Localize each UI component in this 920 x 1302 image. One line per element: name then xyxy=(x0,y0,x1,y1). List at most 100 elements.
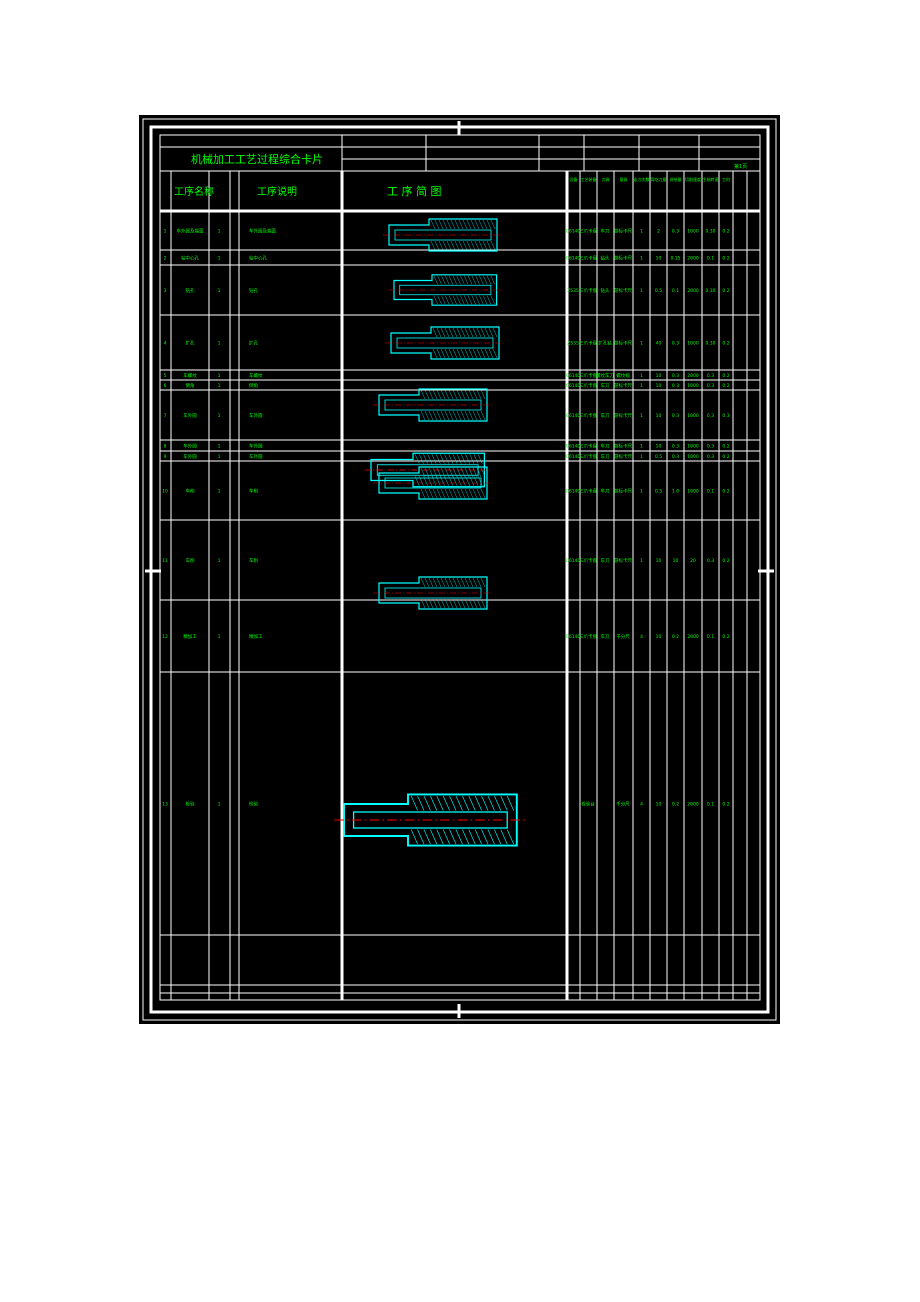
hatch-line xyxy=(464,348,470,359)
hatch-line xyxy=(448,410,454,421)
row-step-desc: 检验 xyxy=(249,801,258,808)
hatch-line xyxy=(432,598,438,609)
row-value: 0.2 xyxy=(722,373,729,379)
hatch-line xyxy=(474,795,482,811)
hatch-line xyxy=(410,795,418,811)
hatch-line xyxy=(435,454,441,464)
right-header-label: 切削速度 xyxy=(685,176,701,182)
hatch-line xyxy=(458,219,464,230)
row-step-name: 车外圆及端面 xyxy=(177,228,204,235)
row-equipment: C6140 xyxy=(566,454,581,460)
hatch-line xyxy=(410,829,418,845)
row-tool: 螺纹车刀 xyxy=(596,372,614,379)
hatch-line xyxy=(448,348,454,359)
hatch-line xyxy=(460,389,466,400)
row-value: 1 xyxy=(640,444,643,450)
hatch-line xyxy=(452,488,458,499)
row-tool: 车刀 xyxy=(601,633,610,640)
hatch-line xyxy=(506,829,514,845)
hatch-line xyxy=(462,219,468,230)
hatch-line xyxy=(442,219,448,230)
row-gauge: 游标卡尺 xyxy=(614,287,632,294)
row-value: 1000 xyxy=(687,341,699,347)
hatch-line xyxy=(448,454,454,464)
row-step-name: 车外圆 xyxy=(183,412,197,419)
hatch-line xyxy=(464,275,469,285)
hatch-line xyxy=(480,488,486,499)
hatch-line xyxy=(490,240,496,251)
row-value: 0.2 xyxy=(722,444,729,450)
row-equipment: Z535 xyxy=(567,288,579,294)
row-equipment: C6140 xyxy=(566,413,581,419)
hatch-line xyxy=(464,577,470,588)
hatch-line xyxy=(438,240,444,251)
part-outline xyxy=(393,274,498,306)
row-value: 0.3 xyxy=(707,413,714,419)
row-number: 6 xyxy=(164,383,167,389)
hatch-line xyxy=(452,348,458,359)
row-value: 0.5 xyxy=(655,288,662,294)
hatch-line xyxy=(440,577,446,588)
hatch-line xyxy=(444,327,450,338)
hatch-line xyxy=(490,275,495,285)
hatch-line xyxy=(487,795,495,811)
hatch-line xyxy=(464,467,470,478)
hatch-line xyxy=(448,467,454,478)
row-value: 2000 xyxy=(687,256,699,262)
row-value: 40 xyxy=(656,341,662,347)
hatch-line xyxy=(456,327,462,338)
row-step-name: 精加工 xyxy=(183,633,197,640)
row-value: 1 xyxy=(640,288,643,294)
row-value: 20 xyxy=(690,558,696,564)
row-equipment: C6140 xyxy=(566,489,581,495)
hatch-line xyxy=(454,219,460,230)
row-value: 1 xyxy=(640,373,643,379)
hatch-line xyxy=(460,275,465,285)
part-outline xyxy=(378,466,488,500)
row-value: 0.1 xyxy=(707,256,714,262)
row-step-name: 钻孔 xyxy=(186,287,195,294)
hatch-line xyxy=(460,410,466,421)
row-value: 1000 xyxy=(687,229,699,235)
row-value: 0.2 xyxy=(722,558,729,564)
row-value: 10 xyxy=(656,802,662,808)
hatch-line xyxy=(448,598,454,609)
hatch-line xyxy=(472,327,478,338)
row-equipment: C6140 xyxy=(566,256,581,262)
hatch-line xyxy=(490,295,495,305)
hatch-line xyxy=(500,829,508,845)
row-step-name: 车削 xyxy=(186,557,195,564)
row-value: 10 xyxy=(673,558,679,564)
row-value: 1000 xyxy=(687,489,699,495)
row-value: 0.3 xyxy=(707,444,714,450)
row-value: 0.1 xyxy=(707,489,714,495)
hatch-line xyxy=(423,795,431,811)
hatch-line xyxy=(445,295,450,305)
hatch-line xyxy=(475,275,480,285)
right-header-label: 设备 xyxy=(570,176,578,182)
hatch-line xyxy=(436,348,442,359)
row-step-desc: 精加工 xyxy=(249,633,263,640)
hatch-line xyxy=(487,829,495,845)
hatch-line xyxy=(428,389,434,400)
part-outline xyxy=(343,793,518,847)
row-value: 0.2 xyxy=(722,634,729,640)
row-step-index: 1 xyxy=(218,383,221,389)
right-header-labels: 设备工艺装备刀具量具走刀次数背吃刀量进给量切削速度主轴转速工时 xyxy=(570,176,731,182)
part-outline xyxy=(390,326,500,360)
hatch-line xyxy=(436,327,442,338)
row-step-desc: 钻孔 xyxy=(249,287,258,294)
hatch-line xyxy=(441,275,446,285)
hatch-line xyxy=(468,410,474,421)
row-value: 2000 xyxy=(687,288,699,294)
row-gauge: 千分尺 xyxy=(616,633,630,640)
hatch-line xyxy=(456,348,462,359)
hatch-line xyxy=(468,795,476,811)
row-step-desc: 倒角 xyxy=(249,382,258,389)
hatch-line xyxy=(460,348,466,359)
hatch-line xyxy=(479,275,484,285)
hatch-line xyxy=(423,454,428,464)
hatch-line xyxy=(432,389,438,400)
header-sketch: 工 序 简 图 xyxy=(387,184,442,198)
hatch-line xyxy=(481,795,489,811)
